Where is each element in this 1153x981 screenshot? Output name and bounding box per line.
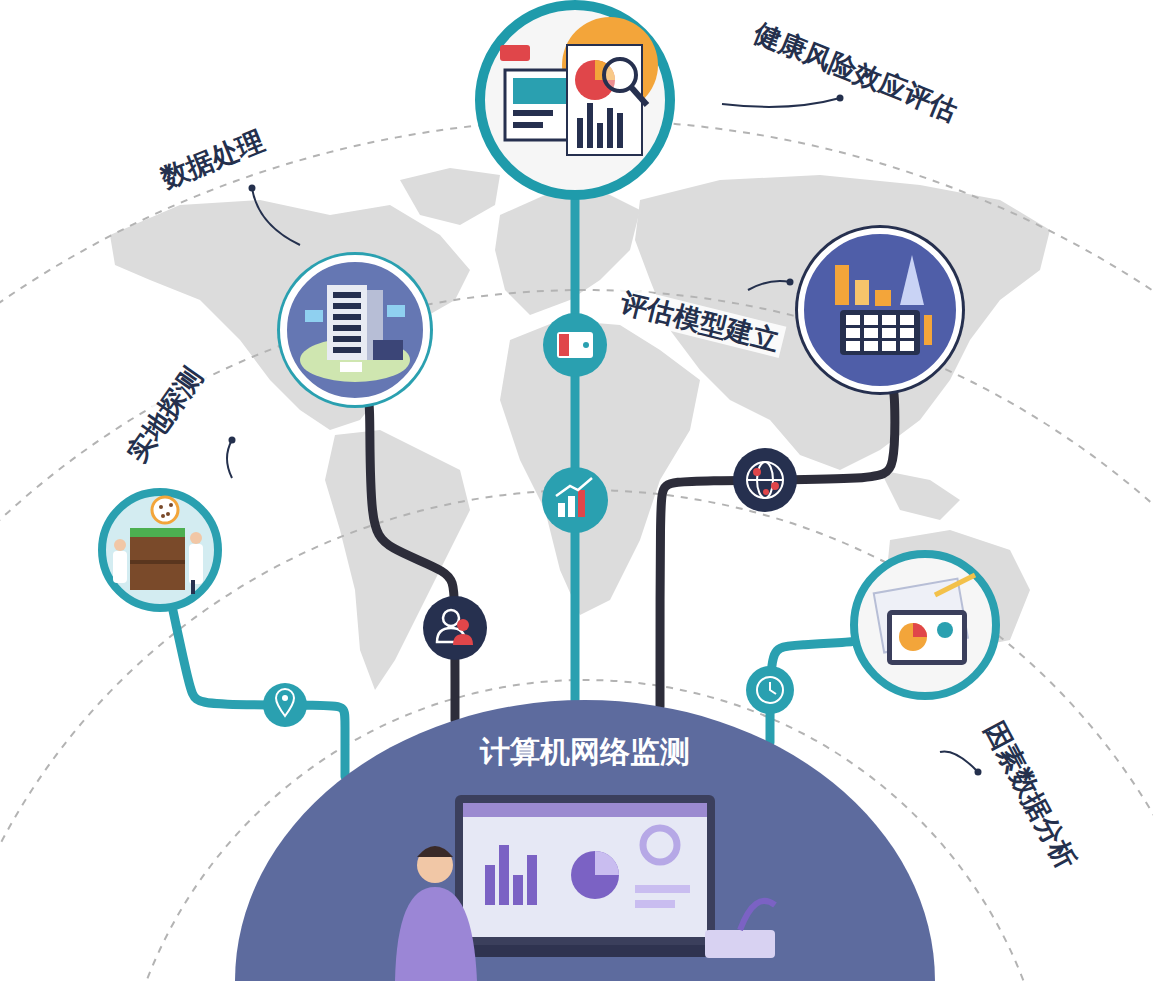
location-icon [263, 683, 307, 727]
circle-illustration [113, 497, 203, 594]
connector-wire [571, 200, 580, 700]
step-circle: 实地探测 [98, 488, 222, 612]
circle-outline [801, 231, 959, 389]
circle-shape [798, 228, 962, 392]
connector-wire [369, 404, 455, 720]
wallet-icon [543, 313, 607, 377]
circle-shape [475, 0, 675, 200]
dashed-orbit [0, 120, 1153, 981]
circle-outline [102, 492, 218, 608]
circle-shape [850, 550, 1000, 700]
growth-chart-icon [542, 467, 608, 533]
monitor-dome: 计算机网络监测 [235, 700, 935, 981]
circle-outline [854, 554, 996, 696]
world-map [110, 168, 1050, 690]
person-icon [423, 596, 487, 660]
computer-illustration [395, 795, 775, 981]
step-label: 数据处理 [153, 123, 273, 196]
circle-ring [277, 252, 433, 408]
circle-illustration [835, 255, 932, 355]
step-label: 实地探测 [118, 358, 211, 472]
step-label: 评估模型建立 [614, 286, 787, 359]
clock-icon [746, 666, 794, 714]
circle-shape [98, 488, 222, 612]
globe-icon [733, 448, 797, 512]
circle-outline [480, 5, 670, 195]
circle-illustration [500, 17, 658, 155]
connector-wire [173, 611, 345, 777]
step-circle: 评估模型建立 [798, 228, 962, 392]
step-circle: 健康风险效应评估 [475, 0, 675, 200]
step-label: 因素数据分析 [976, 712, 1084, 877]
step-label: 健康风险效应评估 [745, 15, 965, 129]
dome-fill [235, 700, 935, 981]
dome-title: 计算机网络监测 [480, 734, 690, 770]
step-circle: 数据处理 [280, 255, 430, 405]
circle-illustration [300, 285, 410, 382]
step-circle: 因素数据分析 [850, 550, 1000, 700]
circle-outline [284, 259, 427, 402]
circle-shape [280, 255, 430, 405]
leader-line [227, 98, 978, 772]
circle-ring [795, 225, 965, 395]
circle-illustration [874, 575, 975, 665]
